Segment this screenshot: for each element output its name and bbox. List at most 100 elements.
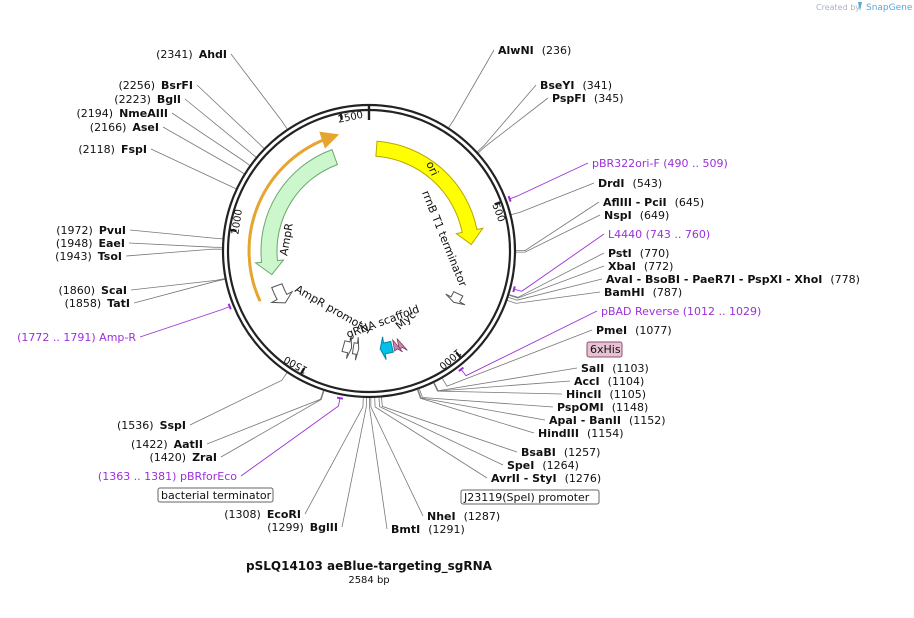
his-tag-arrow — [392, 338, 403, 353]
leader-sspi — [189, 372, 288, 426]
site-psti[interactable]: PstI(770) — [608, 247, 669, 260]
leader-bglii — [341, 397, 367, 528]
feature-grna-scaffold[interactable] — [341, 336, 353, 359]
site-bamhi[interactable]: BamHI(787) — [604, 286, 682, 299]
site-nspi[interactable]: NspI(649) — [604, 209, 669, 222]
leader-acci — [433, 380, 571, 392]
feature-ampr[interactable] — [254, 148, 339, 276]
site-labels: AhdI(2341) AlwNI(236) BsrFI(2256) BseYI(341… — [17, 44, 860, 536]
leader-fspi — [150, 148, 237, 190]
primer-l4440[interactable]: L4440 (743 .. 760) — [608, 228, 710, 241]
leader-aatii — [206, 390, 324, 445]
site-position: (1420) — [150, 451, 187, 464]
site-name: ApaI - BanII — [549, 414, 621, 427]
leader-avai-bsobi-paer7i-pspxi-xhoi — [508, 278, 603, 301]
boxed-label-bacterial-terminator[interactable]: bacterial terminator — [157, 487, 274, 503]
primer-pbad-reverse[interactable]: pBAD Reverse (1012 .. 1029) — [601, 305, 761, 318]
site-position: (341) — [582, 79, 612, 92]
site-name: NmeAIII — [119, 107, 168, 120]
boxed-label-j23119[interactable]: J23119(SpeI) promoter — [460, 489, 600, 505]
site-name: BsaBI — [521, 446, 556, 459]
site-position: (1536) — [117, 419, 154, 432]
site-name: ScaI — [101, 284, 127, 297]
site-avrii-styi[interactable]: AvrII - StyI(1276) — [491, 472, 601, 485]
site-hindiii[interactable]: HindIII(1154) — [538, 427, 624, 440]
site-tsoi[interactable]: TsoI(1943) — [55, 250, 122, 263]
j23119-label: J23119(SpeI) promoter — [463, 491, 590, 504]
leader-tsoi — [125, 248, 223, 257]
site-name: TsoI — [98, 250, 122, 263]
site-name: BglI — [157, 93, 181, 106]
primer-bracket-pbad-reverse — [458, 366, 465, 372]
site-position: (1154) — [587, 427, 624, 440]
site-pspomi[interactable]: PspOMI(1148) — [557, 401, 648, 414]
tick-mark — [299, 367, 306, 375]
site-bsabi[interactable]: BsaBI(1257) — [521, 446, 600, 459]
site-sali[interactable]: SalI(1103) — [581, 362, 649, 375]
site-name: HincII — [566, 388, 602, 401]
site-position: (2223) — [114, 93, 151, 106]
feature-ori[interactable] — [375, 140, 484, 246]
site-bsrfi[interactable]: BsrFI(2256) — [118, 79, 193, 92]
site-eaei[interactable]: EaeI(1948) — [56, 237, 125, 250]
j23119-box — [460, 489, 600, 505]
site-zrai[interactable]: ZraI (1420) — [150, 451, 218, 464]
site-pvui[interactable]: PvuI(1972) — [56, 224, 126, 237]
primer-label: (1772 .. 1791) Amp-R — [17, 331, 136, 344]
site-name: BsrFI — [161, 79, 193, 92]
site-fspi[interactable]: FspI(2118) — [78, 143, 147, 156]
feature-grna-scaffold[interactable] — [351, 337, 360, 361]
site-sspi[interactable]: SspI(1536) — [117, 419, 186, 432]
site-apai-banii[interactable]: ApaI - BanII(1152) — [549, 414, 666, 427]
tick-label: 2000 — [230, 209, 245, 236]
site-name: TatI — [107, 297, 130, 310]
site-spei[interactable]: SpeI(1264) — [507, 459, 579, 472]
site-alwni[interactable]: AlwNI(236) — [498, 44, 571, 57]
primer-label: (1363 .. 1381) pBRforEco — [98, 470, 237, 483]
site-asei[interactable]: AseI(2166) — [90, 121, 159, 134]
site-position: (649) — [640, 209, 670, 222]
site-aatii[interactable]: AatII(1422) — [131, 438, 203, 451]
primer-amp-r[interactable]: (1772 .. 1791) Amp-R — [17, 331, 136, 344]
site-ecori[interactable]: EcoRI(1308) — [224, 508, 301, 521]
site-position: (2166) — [90, 121, 127, 134]
site-pmei[interactable]: PmeI(1077) — [596, 324, 672, 337]
feature-ampr-promoter[interactable] — [269, 283, 294, 304]
site-position: (2341) — [156, 48, 193, 61]
site-bgli[interactable]: BglI (2223) — [114, 93, 181, 106]
primer-pbrforeco[interactable]: (1363 .. 1381) pBRforEco — [98, 470, 237, 483]
feature-myc[interactable] — [379, 336, 394, 360]
feature-rrnb-t1-terminator[interactable] — [445, 291, 466, 306]
site-bseyi[interactable]: BseYI(341) — [540, 79, 612, 92]
site-name: ZraI — [192, 451, 217, 464]
leader-nmeaiii — [171, 112, 250, 166]
site-hincii[interactable]: HincII(1105) — [566, 388, 646, 401]
leader-bsabi — [381, 397, 518, 453]
site-bmti[interactable]: BmtI(1291) — [391, 523, 465, 536]
site-afliii-pcii[interactable]: AflIII - PciI(645) — [603, 196, 704, 209]
site-nhei[interactable]: NheI(1287) — [427, 510, 500, 523]
site-nmeaiii[interactable]: NmeAIII(2194) — [77, 107, 169, 120]
terminator-label: bacterial terminator — [161, 489, 272, 502]
primer-label: pBR322ori-F (490 .. 509) — [592, 157, 728, 170]
site-xbai[interactable]: XbaI(772) — [608, 260, 673, 273]
site-scai[interactable]: ScaI(1860) — [58, 284, 127, 297]
boxed-label-6xhis[interactable]: 6xHis — [586, 341, 623, 358]
site-bglii[interactable]: BglII(1299) — [267, 521, 338, 534]
site-position: (1858) — [65, 297, 102, 310]
backbone-outer — [221, 103, 517, 399]
site-position: (1972) — [56, 224, 93, 237]
site-acci[interactable]: AccI(1104) — [574, 375, 644, 388]
site-drdi[interactable]: DrdI(543) — [598, 177, 662, 190]
feature-label-ori: ori — [423, 159, 441, 177]
site-tati[interactable]: TatI (1858) — [65, 297, 130, 310]
primer-pbr322ori-f[interactable]: pBR322ori-F (490 .. 509) — [592, 157, 728, 170]
site-ahdi[interactable]: AhdI(2341) — [156, 48, 227, 61]
site-position: (2118) — [78, 143, 115, 156]
site-avai-bsobi-paer7i-pspxi-xhoi[interactable]: AvaI - BsoBI - PaeR7I - PspXI - XhoI(778… — [606, 273, 860, 286]
leader-pspomi — [419, 388, 554, 408]
site-position: (1148) — [612, 401, 649, 414]
site-pspfi[interactable]: PspFI(345) — [552, 92, 624, 105]
